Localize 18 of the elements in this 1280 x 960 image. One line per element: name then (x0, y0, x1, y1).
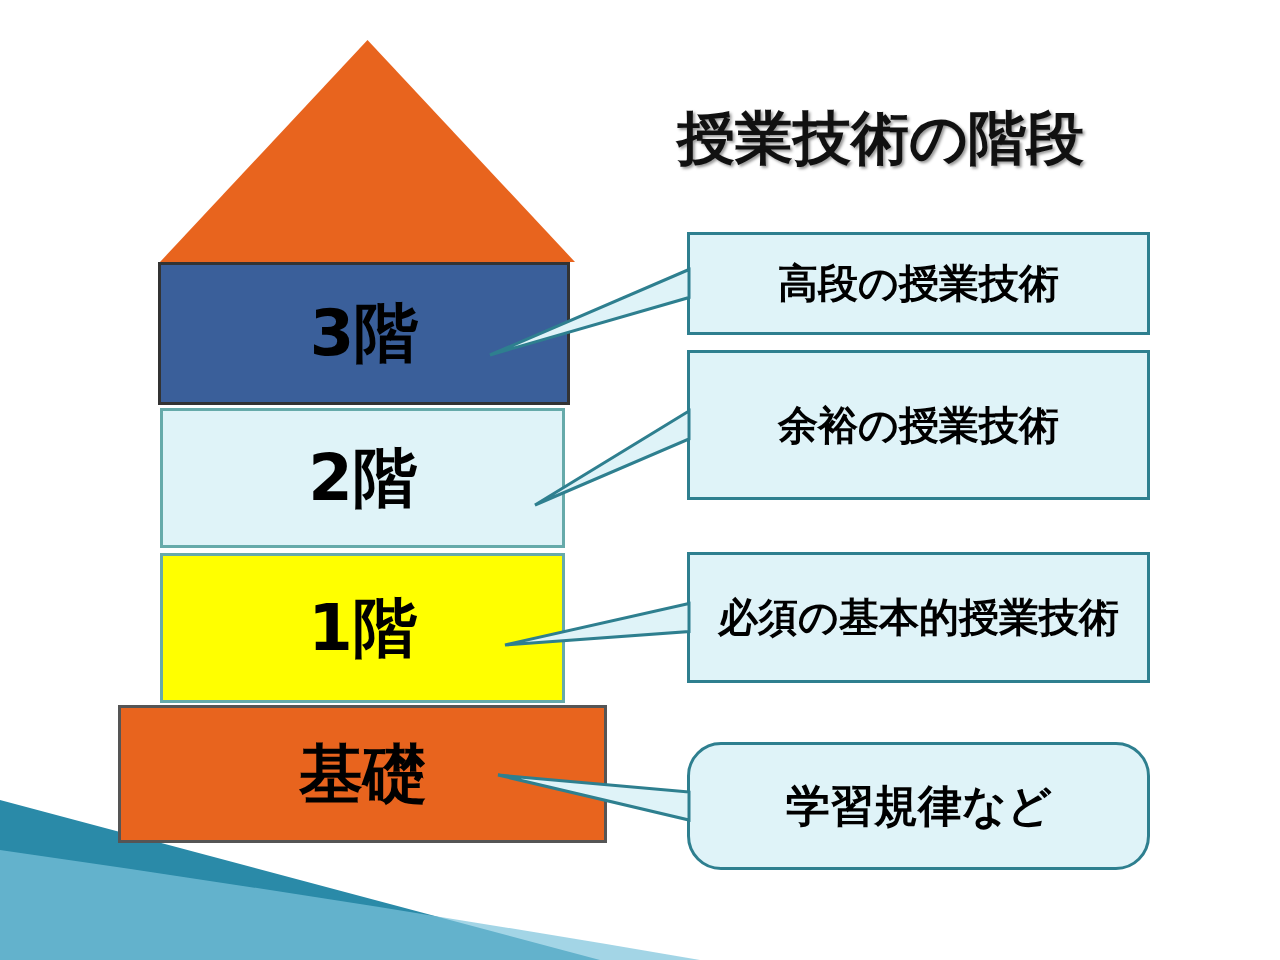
floor-label: 3階 (309, 295, 419, 372)
callout-tail (488, 267, 691, 357)
floor-label: 基礎 (298, 735, 427, 813)
title: 授業技術の階段 (674, 103, 1085, 174)
callout-box (687, 552, 1150, 683)
floor-label: 1階 (308, 589, 417, 667)
floor-block (118, 705, 607, 843)
callout-text: 余裕の授業技術 (778, 400, 1059, 450)
floor-block (160, 553, 565, 703)
floor-label: 2階 (308, 439, 417, 517)
callout-box (687, 742, 1150, 870)
callout-tail (533, 408, 691, 507)
callout-tail (503, 601, 691, 647)
callout-text: 学習規律など (785, 778, 1052, 833)
callout-tail (496, 773, 691, 822)
callout-text: 必須の基本的授業技術 (718, 593, 1119, 642)
floor-block (158, 262, 570, 405)
callout-text: 高段の授業技術 (778, 259, 1059, 308)
